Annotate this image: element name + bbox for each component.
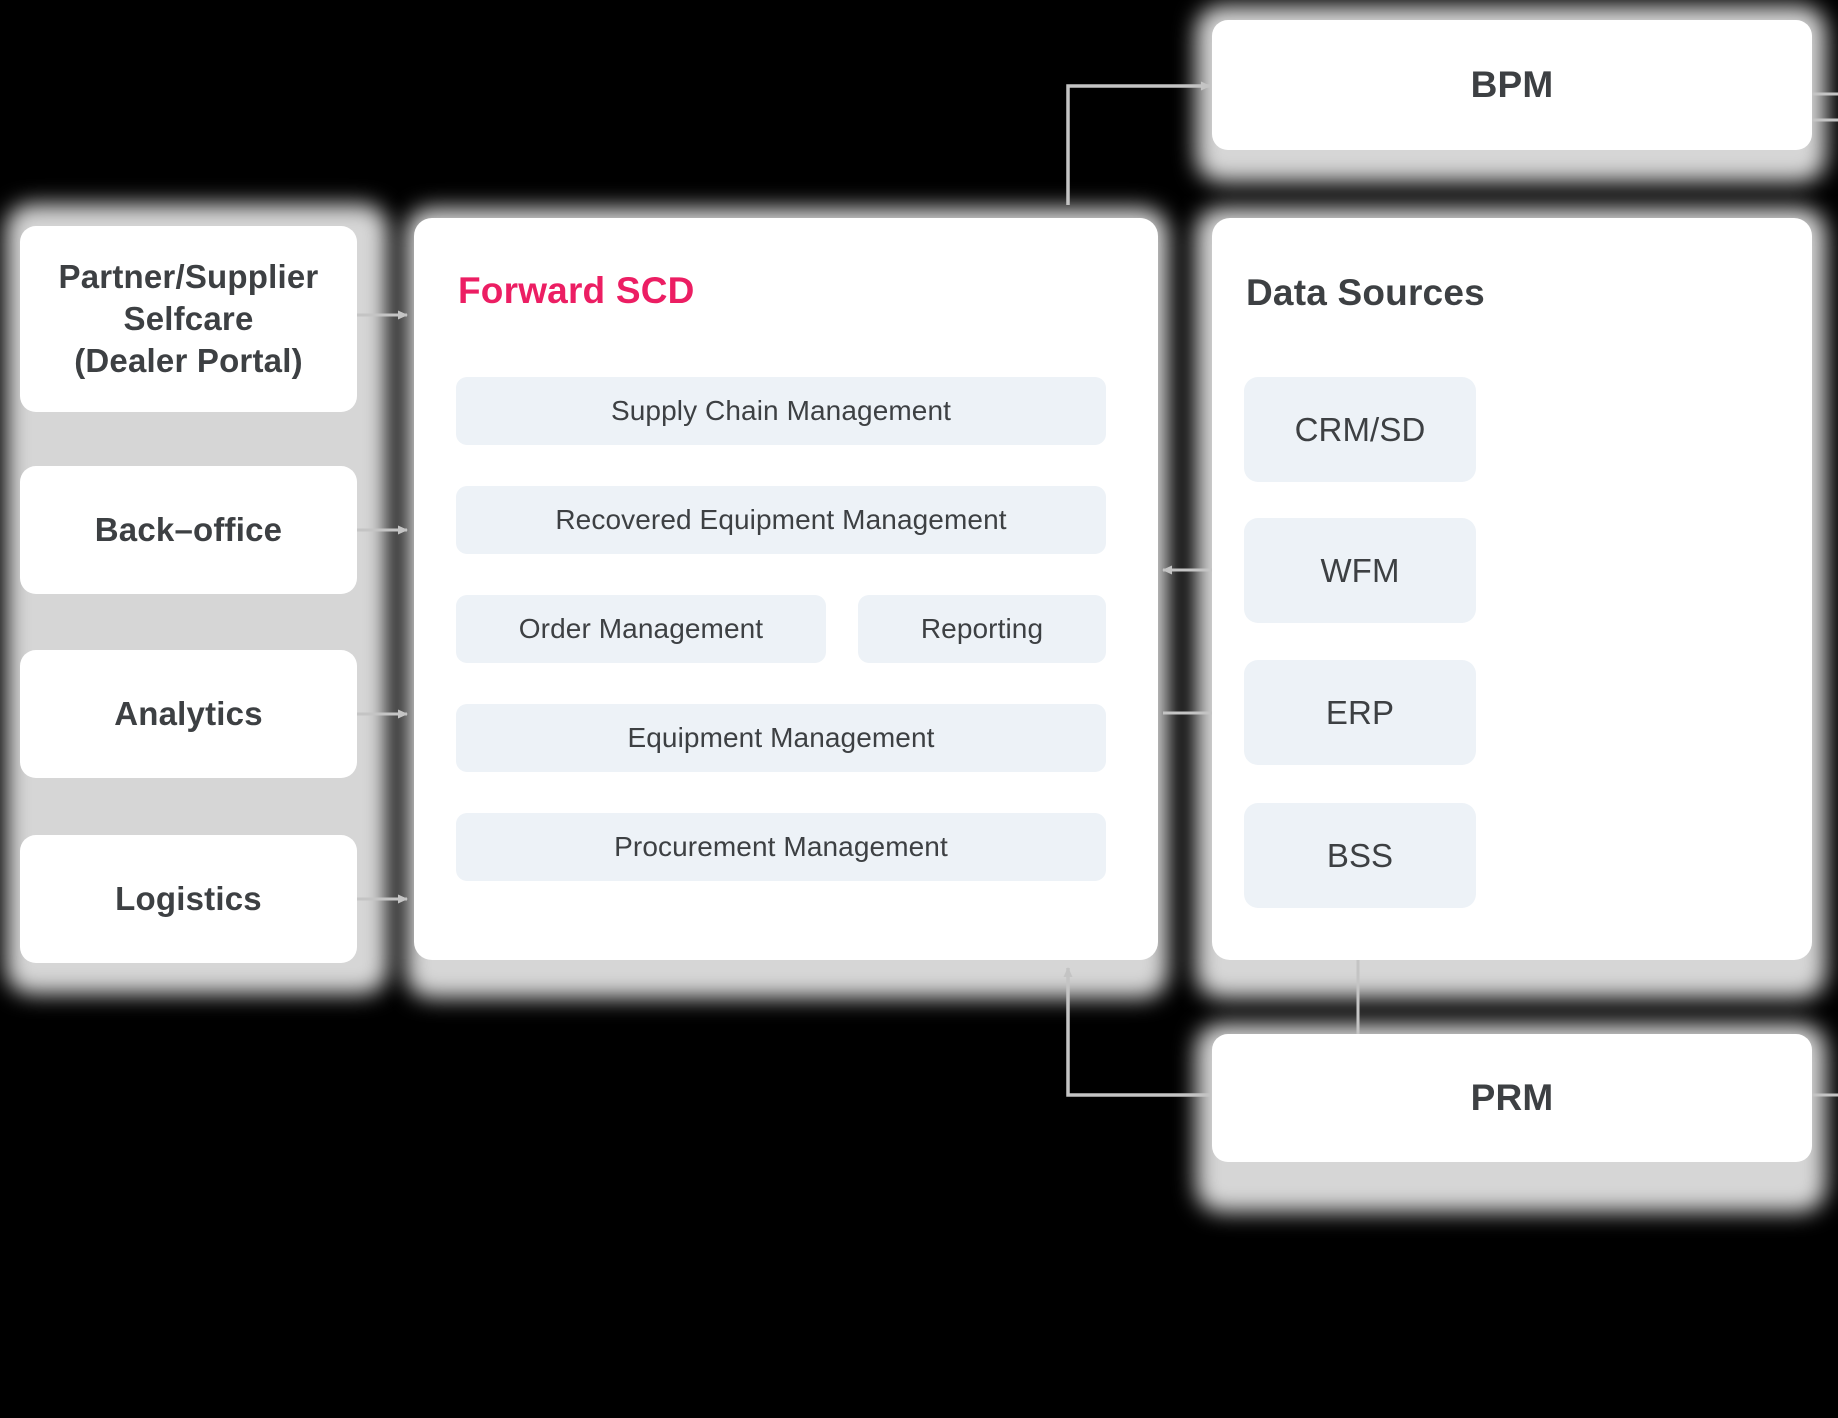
- card-label: Logistics: [115, 879, 262, 917]
- module-recovered-equipment-management[interactable]: Recovered Equipment Management: [456, 486, 1106, 554]
- card-partner-supplier-selfcare[interactable]: Partner/Supplier Selfcare (Dealer Portal…: [20, 226, 357, 412]
- data-source-crm-sd[interactable]: CRM/SD: [1244, 377, 1476, 482]
- card-label-line-2: Selfcare: [123, 299, 254, 337]
- card-label: PRM: [1470, 1077, 1554, 1119]
- module-label: Reporting: [920, 613, 1044, 644]
- page-title-forward-scd: Forward SCD: [458, 270, 695, 311]
- card-label: Analytics: [114, 694, 263, 732]
- module-order-management[interactable]: Order Management: [456, 595, 826, 663]
- card-logistics[interactable]: Logistics: [20, 835, 357, 963]
- module-label: Procurement Management: [614, 831, 948, 862]
- card-analytics[interactable]: Analytics: [20, 650, 357, 778]
- card-label-line-1: Partner/Supplier: [58, 257, 319, 295]
- data-source-erp[interactable]: ERP: [1244, 660, 1476, 765]
- module-label: Equipment Management: [627, 722, 935, 753]
- card-label-line-3: (Dealer Portal): [74, 342, 303, 380]
- data-source-bss[interactable]: BSS: [1244, 803, 1476, 908]
- card-prm[interactable]: PRM: [1212, 1034, 1812, 1162]
- module-reporting[interactable]: Reporting: [858, 595, 1106, 663]
- wire-scd-to-bpm: [1066, 81, 1211, 205]
- module-supply-chain-management[interactable]: Supply Chain Management: [456, 377, 1106, 445]
- card-back-office[interactable]: Back–office: [20, 466, 357, 594]
- module-label: Order Management: [518, 613, 764, 644]
- module-equipment-management[interactable]: Equipment Management: [456, 704, 1106, 772]
- module-label: Supply Chain Management: [610, 395, 952, 426]
- data-source-label: CRM/SD: [1294, 410, 1426, 448]
- data-source-label: BSS: [1326, 836, 1394, 874]
- module-procurement-management[interactable]: Procurement Management: [456, 813, 1106, 881]
- card-label: Back–office: [94, 510, 283, 548]
- module-label: Recovered Equipment Management: [555, 504, 1007, 535]
- card-label: BPM: [1470, 64, 1554, 106]
- card-bpm[interactable]: BPM: [1212, 20, 1812, 150]
- panel-title-data-sources: Data Sources: [1246, 272, 1485, 313]
- data-source-wfm[interactable]: WFM: [1244, 518, 1476, 623]
- data-source-label: ERP: [1325, 693, 1395, 731]
- data-source-label: WFM: [1320, 551, 1400, 589]
